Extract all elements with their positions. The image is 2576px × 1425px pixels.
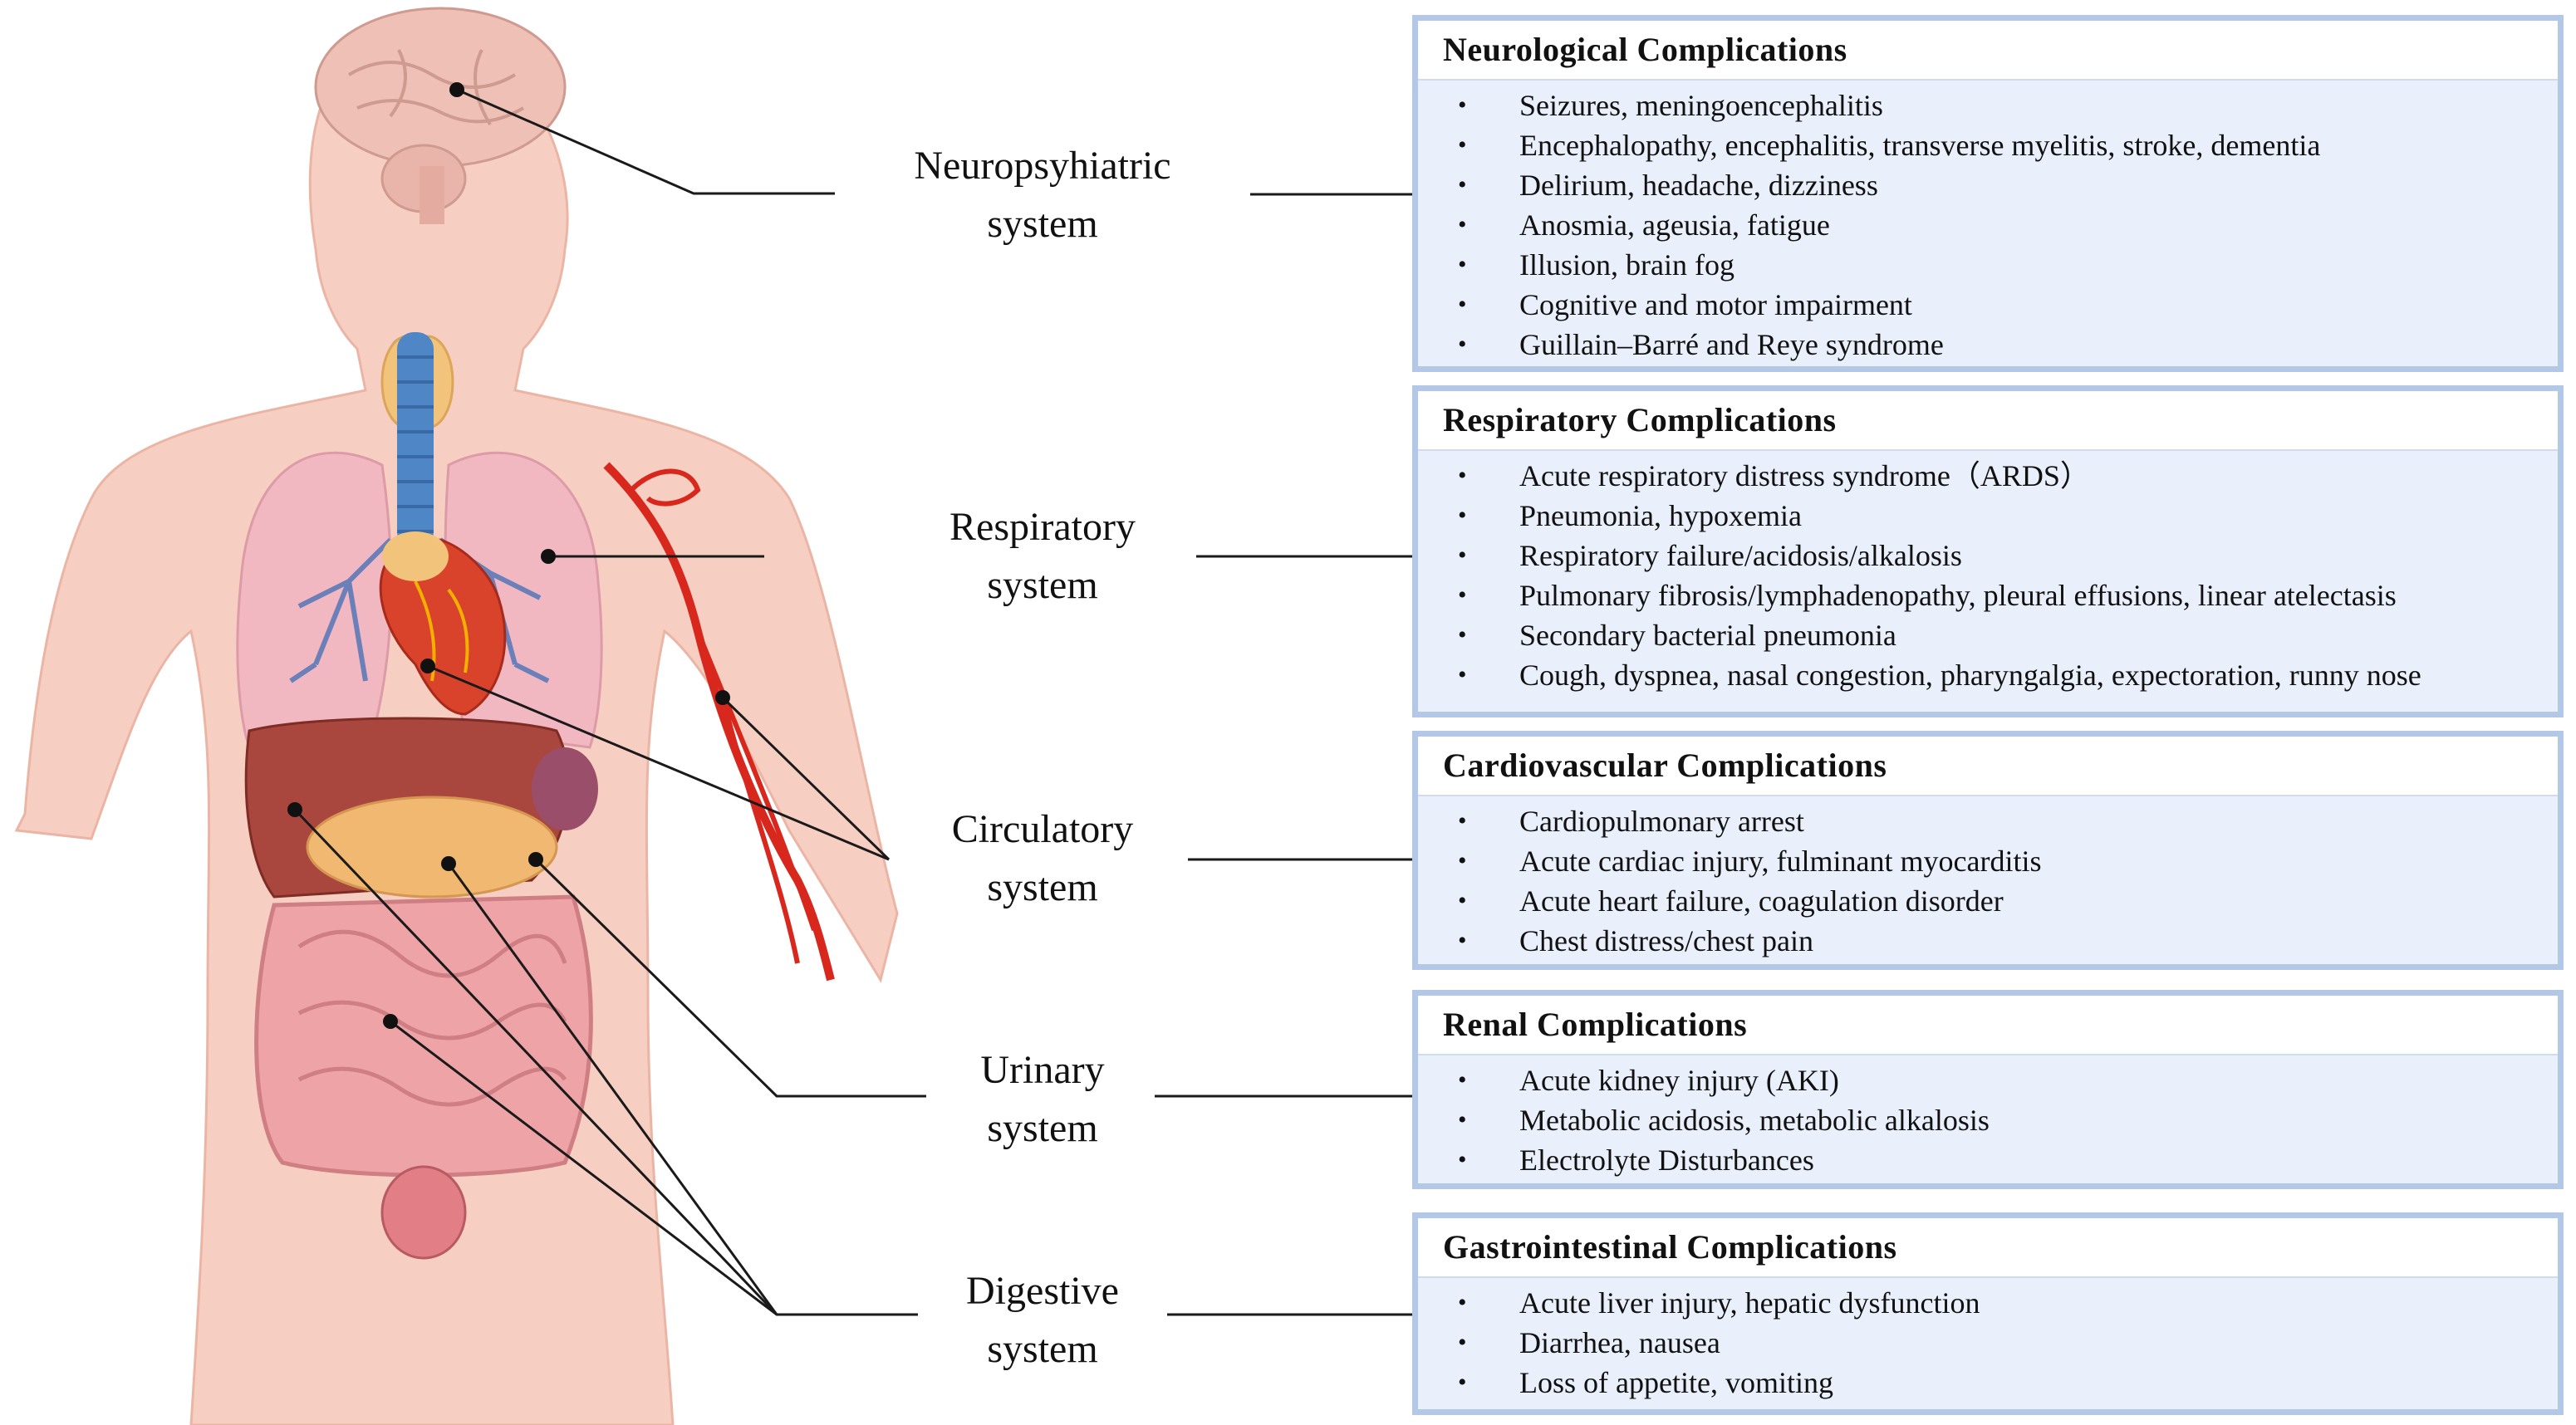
system-label-line1: Respiratory (949, 505, 1136, 549)
system-label-circulatory: Circulatory system (885, 801, 1200, 917)
system-label-line2: system (987, 563, 1098, 607)
respiratory-complications-box: Respiratory Complications Acute respirat… (1412, 385, 2564, 717)
list-item: Loss of appetite, vomiting (1418, 1363, 2558, 1403)
complication-list: Acute kidney injury (AKI) Metabolic acid… (1418, 1055, 2558, 1180)
system-label-line2: system (987, 202, 1098, 246)
neurological-complications-box: Neurological Complications Seizures, men… (1412, 15, 2564, 372)
digestive-organs (244, 717, 598, 1260)
system-label-neuropsychiatric: Neuropsyhiatric system (885, 137, 1200, 253)
renal-complications-box: Renal Complications Acute kidney injury … (1412, 990, 2564, 1189)
system-label-respiratory: Respiratory system (885, 498, 1200, 615)
list-item: Pneumonia, hypoxemia (1418, 496, 2558, 536)
trachea-organ (380, 332, 454, 548)
complication-list: Seizures, meningoencephalitis Encephalop… (1418, 81, 2558, 365)
system-label-line2: system (987, 865, 1098, 909)
list-item: Cognitive and motor impairment (1418, 285, 2558, 325)
list-item: Illusion, brain fog (1418, 245, 2558, 285)
system-label-line2: system (987, 1327, 1098, 1371)
system-label-line2: system (987, 1106, 1098, 1150)
list-item: Electrolyte Disturbances (1418, 1140, 2558, 1180)
system-label-digestive: Digestive system (885, 1262, 1200, 1378)
pointer-dots (287, 82, 730, 1029)
list-item: Diarrhea, nausea (1418, 1323, 2558, 1363)
list-item: Acute heart failure, coagulation disorde… (1418, 881, 2558, 921)
box-title: Neurological Complications (1418, 21, 2558, 81)
list-item: Anosmia, ageusia, fatigue (1418, 205, 2558, 245)
list-item: Encephalopathy, encephalitis, transverse… (1418, 125, 2558, 165)
complication-list: Acute liver injury, hepatic dysfunction … (1418, 1278, 2558, 1403)
box-title: Respiratory Complications (1418, 391, 2558, 451)
list-item: Pulmonary fibrosis/lymphadenopathy, pleu… (1418, 575, 2558, 615)
system-label-line1: Urinary (980, 1048, 1105, 1092)
list-item: Seizures, meningoencephalitis (1418, 86, 2558, 125)
system-label-line1: Neuropsyhiatric (914, 144, 1171, 188)
list-item: Cardiopulmonary arrest (1418, 801, 2558, 841)
list-item: Acute kidney injury (AKI) (1418, 1060, 2558, 1100)
list-item: Acute liver injury, hepatic dysfunction (1418, 1283, 2558, 1323)
box-title: Renal Complications (1418, 996, 2558, 1055)
box-title: Gastrointestinal Complications (1418, 1218, 2558, 1278)
heart-organ (379, 531, 507, 716)
list-item: Metabolic acidosis, metabolic alkalosis (1418, 1100, 2558, 1140)
system-label-line1: Circulatory (951, 807, 1134, 851)
lungs-organ (236, 451, 603, 749)
leader-lines (293, 88, 1414, 1316)
box-title: Cardiovascular Complications (1418, 737, 2558, 796)
list-item: Respiratory failure/acidosis/alkalosis (1418, 536, 2558, 575)
system-label-urinary: Urinary system (885, 1041, 1200, 1158)
list-item: Acute respiratory distress syndrome（ARDS… (1418, 456, 2558, 496)
cardiovascular-complications-box: Cardiovascular Complications Cardiopulmo… (1412, 731, 2564, 970)
brain-organ (314, 7, 567, 224)
system-label-line1: Digestive (966, 1269, 1119, 1313)
list-item: Delirium, headache, dizziness (1418, 165, 2558, 205)
list-item: Secondary bacterial pneumonia (1418, 615, 2558, 655)
arm-arteries (603, 462, 835, 982)
list-item: Cough, dyspnea, nasal congestion, pharyn… (1418, 655, 2558, 695)
complication-list: Acute respiratory distress syndrome（ARDS… (1418, 451, 2558, 695)
gastrointestinal-complications-box: Gastrointestinal Complications Acute liv… (1412, 1212, 2564, 1415)
list-item: Guillain–Barré and Reye syndrome (1418, 325, 2558, 365)
complication-list: Cardiopulmonary arrest Acute cardiac inj… (1418, 796, 2558, 961)
list-item: Acute cardiac injury, fulminant myocardi… (1418, 841, 2558, 881)
list-item: Chest distress/chest pain (1418, 921, 2558, 961)
